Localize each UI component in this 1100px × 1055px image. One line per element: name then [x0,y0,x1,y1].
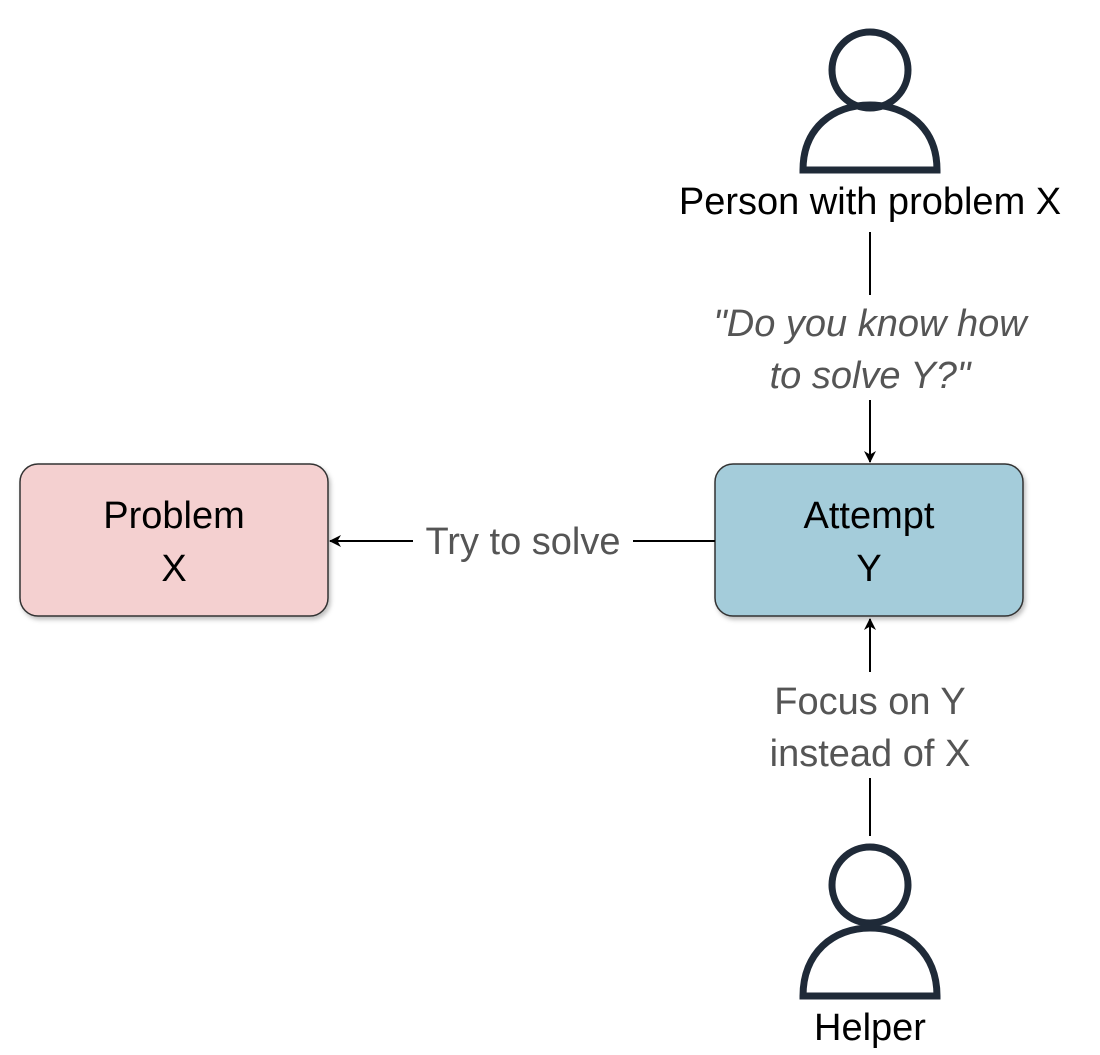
person-label: Person with problem X [679,181,1061,223]
focus-label-line1: Focus on Y [774,681,966,723]
helper-actor: Helper [799,843,941,1049]
person-actor: Person with problem X [679,28,1061,223]
question-edge: "Do you know how to solve Y?" [713,232,1029,463]
helper-label: Helper [814,1007,926,1049]
attempt-box: Attempt Y [714,463,1024,617]
person-icon [799,843,941,1000]
problem-variable: X [161,548,186,590]
attempt-title: Attempt [804,495,935,537]
question-label-line1: "Do you know how [713,303,1029,345]
problem-box: Problem X [19,463,329,617]
try-edge: Try to solve [329,521,715,563]
try-label: Try to solve [426,521,621,563]
focus-edge: Focus on Y instead of X [770,618,971,836]
focus-label-line2: instead of X [770,733,971,775]
question-label-line2: to solve Y?" [770,355,972,397]
problem-title: Problem [103,495,245,537]
person-icon [799,28,941,174]
attempt-variable: Y [856,548,881,590]
